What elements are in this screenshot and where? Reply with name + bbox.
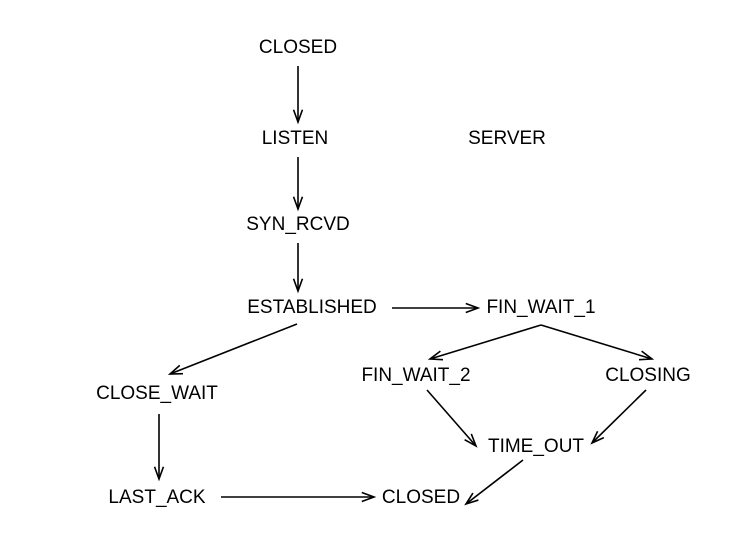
transition-close-wait-to-last-ack: [153, 414, 165, 482]
state-node-closed_top[interactable]: CLOSED: [259, 37, 337, 58]
transition-syn-rcvd-to-established: [292, 243, 304, 294]
state-node-established[interactable]: ESTABLISHED: [247, 297, 377, 318]
state-node-fin_wait_2[interactable]: FIN_WAIT_2: [361, 365, 470, 386]
arrow-head-icon: [167, 364, 184, 375]
arrow-head-icon: [292, 109, 304, 125]
arrow-head-icon: [361, 491, 377, 503]
state-node-syn_rcvd[interactable]: SYN_RCVD: [246, 214, 349, 235]
state-node-close_wait[interactable]: CLOSE_WAIT: [96, 383, 218, 404]
transition-last-ack-to-closed: [221, 491, 377, 503]
transition-fin-wait-1-to-closing: [540, 324, 655, 361]
transition-line: [169, 323, 298, 375]
arrow-head-icon: [465, 302, 481, 314]
transition-line: [426, 389, 477, 447]
state-node-time_out[interactable]: TIME_OUT: [488, 436, 584, 457]
state-node-fin_wait_1[interactable]: FIN_WAIT_1: [486, 297, 595, 318]
arrow-head-icon: [292, 278, 304, 294]
state-node-closing[interactable]: CLOSING: [605, 365, 691, 386]
states-layer: CLOSED LISTEN SYN_RCVD ESTABLISHED FIN_WAIT_…: [96, 37, 691, 508]
transitions-layer: [153, 66, 655, 506]
section-label-server: SERVER: [468, 128, 546, 149]
transition-time-out-to-closed: [464, 459, 524, 506]
transition-fin-wait-1-to-fin-wait-2: [427, 324, 542, 361]
arrow-head-icon: [464, 433, 478, 448]
transition-established-to-close-wait: [167, 323, 298, 375]
state-node-closed_bottom[interactable]: CLOSED: [382, 487, 460, 508]
transition-closing-to-time-out: [590, 389, 647, 445]
transition-line: [465, 459, 524, 505]
transition-line: [591, 389, 647, 444]
arrow-head-icon: [292, 196, 304, 212]
arrow-head-icon: [590, 430, 605, 445]
state-node-last_ack[interactable]: LAST_ACK: [108, 487, 205, 508]
arrow-head-icon: [427, 350, 444, 361]
transition-fin-wait-2-to-time-out: [426, 389, 478, 448]
transition-line: [429, 324, 542, 360]
transition-listen-to-syn-rcvd: [292, 157, 304, 212]
arrow-head-icon: [153, 466, 165, 482]
arrow-head-icon: [638, 350, 655, 361]
transition-line: [540, 324, 653, 360]
arrow-head-icon: [464, 492, 479, 506]
transition-closed-to-listen: [292, 66, 304, 125]
section-labels-layer: SERVER: [468, 128, 546, 149]
state-node-listen[interactable]: LISTEN: [262, 128, 329, 149]
transition-established-to-fin-wait-1: [392, 302, 481, 314]
